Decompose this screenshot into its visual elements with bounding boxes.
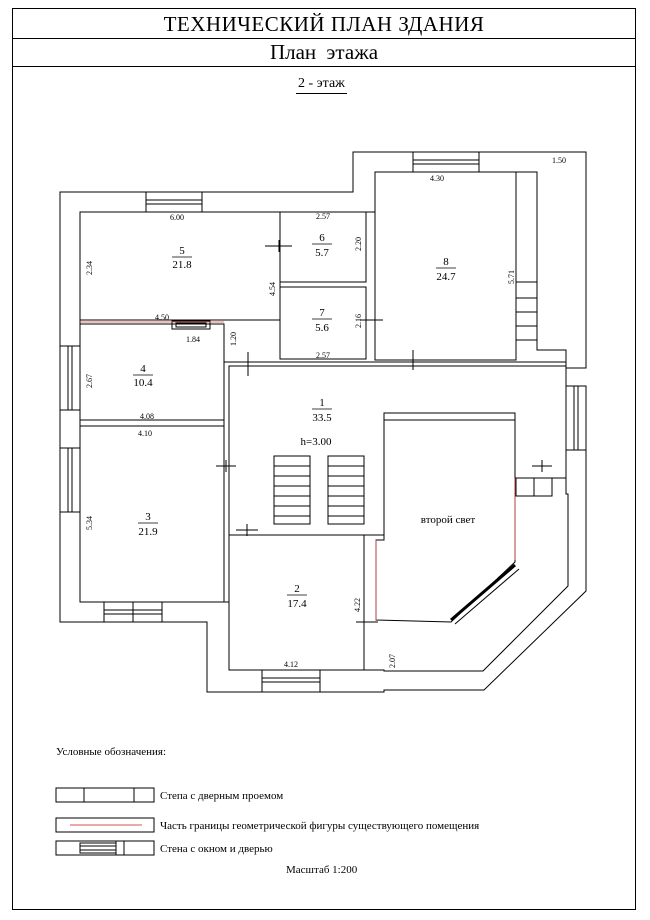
legend-symbol-existing-boundary [55,817,155,833]
window-top-right [412,151,480,173]
room-7-number: 7 [319,307,325,319]
floor-label: 2 - этаж [296,76,347,94]
dim-label: 2.07 [388,654,397,668]
stair-left [273,455,311,525]
room-8-area: 24.7 [436,271,456,283]
dim-label: 2.34 [85,261,94,275]
dim-label: 4.50 [155,313,169,322]
room-3-area: 21.9 [138,526,158,538]
room-7-area: 5.6 [315,322,329,334]
room-4-area: 10.4 [133,377,153,389]
window-bottom-center [261,669,321,693]
room-6-outline [279,211,367,283]
window-left-upper [59,345,81,411]
window-left-lower [59,447,81,513]
legend-title: Условные обозначения: [56,746,167,758]
window-bottom-left [103,601,163,623]
window-right-wing [515,281,538,341]
dim-label: 4.12 [284,660,298,669]
document-subtitle: План этажа [269,40,379,64]
existing-geometry-marks [80,321,516,620]
scale-label: Масштаб 1:200 [286,864,358,876]
dim-label: 2.57 [316,351,330,360]
dim-label: 4.30 [430,174,444,183]
room-5-area: 21.8 [172,259,192,271]
dim-label: 6.00 [170,213,184,222]
dim-label: 2.67 [85,374,94,388]
room-5-number: 5 [179,245,185,257]
room-6-number: 6 [319,232,325,244]
room-2-area: 17.4 [287,598,307,610]
room-4-number: 4 [140,363,146,375]
ceiling-height: h=3.00 [301,436,332,448]
cabinet [171,320,211,330]
dim-label: 5.71 [507,270,516,284]
drawing-sheet-frame [12,8,636,910]
room-1-area: 33.5 [312,412,332,424]
second-light-label: второй свет [421,514,476,526]
second-light-outline [375,412,516,623]
dim-label: 4.08 [140,412,154,421]
room-8-number: 8 [443,256,449,268]
legend-text-wall-with-window-door: Стена с окном и дверью [160,843,273,855]
room-7-outline [279,286,367,360]
legend-symbol-wall-with-window-door [55,840,155,856]
legend-text-wall-with-door: Степа с дверным проемом [160,790,284,802]
dim-label: 1.50 [552,156,566,165]
title-divider [12,38,636,39]
stair-right [327,455,365,525]
legend-text-existing-boundary: Часть границы геометрической фигуры суще… [160,820,480,832]
window-top-left [145,191,203,213]
room-6-area: 5.7 [315,247,329,259]
dim-label: 2.20 [354,237,363,251]
subtitle-divider [12,66,636,67]
room-1-number: 1 [319,397,325,409]
dim-label: 4.54 [268,282,277,296]
room-3-number: 3 [145,511,151,523]
dim-label: 2.16 [354,314,363,328]
room-4-outline [79,323,225,421]
dim-label: 5.34 [85,516,94,530]
room-2-number: 2 [294,583,300,595]
dim-label: 1.20 [229,332,238,346]
door-right-lower [515,477,553,497]
dim-label: 4.10 [138,429,152,438]
dim-label: 2.57 [316,212,330,221]
document-title: ТЕХНИЧЕСКИЙ ПЛАН ЗДАНИЯ [163,12,485,36]
room-3-outline [79,425,225,603]
door-marks [216,240,552,623]
bay-window-line [450,563,516,622]
dim-label: 1.84 [186,335,200,344]
legend-symbol-wall-with-door [55,787,155,803]
dim-label: 4.22 [353,598,362,612]
window-right [565,385,587,451]
